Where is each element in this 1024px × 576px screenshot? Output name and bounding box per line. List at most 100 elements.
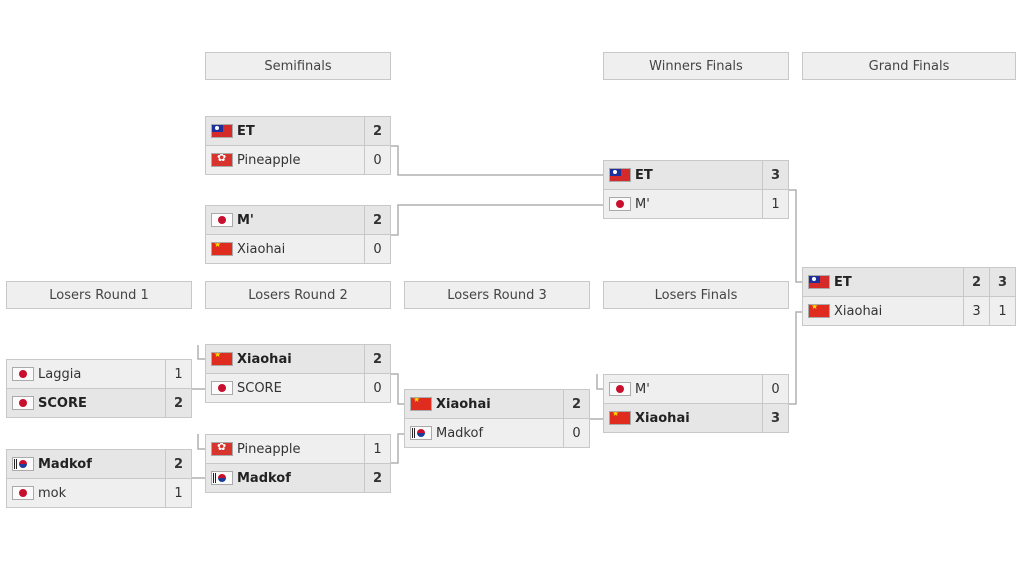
- match-semifinal-1: ET 2 Pineapple 0: [205, 116, 391, 175]
- match-row[interactable]: Laggia 1: [6, 359, 192, 389]
- match-semifinal-2: M' 2 Xiaohai 0: [205, 205, 391, 264]
- player-score: 2: [364, 117, 390, 145]
- connector-wf-to-gf: [789, 189, 802, 283]
- player-name: Madkof: [38, 456, 92, 472]
- player-score: 0: [563, 419, 589, 447]
- header-losers-round-3: Losers Round 3: [404, 281, 590, 309]
- match-losers-round-2-b: Pineapple 1 Madkof 2: [205, 434, 391, 493]
- player-score: 0: [364, 374, 390, 402]
- match-row[interactable]: Xiaohai 2: [205, 344, 391, 374]
- player-name: Xiaohai: [237, 351, 292, 367]
- match-row[interactable]: Xiaohai 2: [404, 389, 590, 419]
- china-flag-icon: [211, 242, 233, 256]
- japan-flag-icon: [211, 381, 233, 395]
- player-name: Pineapple: [237, 152, 301, 168]
- player-name: SCORE: [237, 380, 282, 396]
- player-score: 2: [364, 345, 390, 373]
- match-row[interactable]: Pineapple 0: [205, 145, 391, 175]
- japan-flag-icon: [211, 213, 233, 227]
- match-row[interactable]: Xiaohai 3: [603, 403, 789, 433]
- player-score: 2: [364, 206, 390, 234]
- match-row[interactable]: ET 3: [603, 160, 789, 190]
- match-losers-round-1-b: Madkof 2 mok 1: [6, 449, 192, 508]
- player-name: Madkof: [237, 470, 291, 486]
- player-score: 0: [364, 235, 390, 263]
- match-row[interactable]: Madkof 2: [205, 463, 391, 493]
- player-score: 2: [165, 450, 191, 478]
- connector-lf-to-gf: [789, 311, 802, 405]
- taiwan-flag-icon: [808, 275, 830, 289]
- player-name: ET: [635, 167, 653, 183]
- header-semifinals: Semifinals: [205, 52, 391, 80]
- player-score: 0: [364, 146, 390, 174]
- connector-lr2b-to-lr3: [391, 433, 404, 464]
- player-name: Xiaohai: [436, 396, 491, 412]
- player-score-set-2: 1: [989, 297, 1015, 325]
- player-name: SCORE: [38, 395, 87, 411]
- connector-sf-drop-lr2b: [197, 434, 205, 450]
- match-row[interactable]: mok 1: [6, 478, 192, 508]
- match-row[interactable]: SCORE 0: [205, 373, 391, 403]
- player-score: 1: [364, 435, 390, 463]
- match-losers-round-2-a: Xiaohai 2 SCORE 0: [205, 344, 391, 403]
- player-name: Laggia: [38, 366, 82, 382]
- player-score-set-1: 3: [963, 297, 989, 325]
- player-score: 1: [165, 360, 191, 388]
- player-name: ET: [237, 123, 255, 139]
- china-flag-icon: [609, 411, 631, 425]
- china-flag-icon: [410, 397, 432, 411]
- player-score: 0: [762, 375, 788, 403]
- connector-wf-drop-lf: [596, 374, 603, 390]
- japan-flag-icon: [12, 396, 34, 410]
- player-score-set-2: 3: [989, 268, 1015, 296]
- japan-flag-icon: [12, 486, 34, 500]
- connector-lr2-to-lr3: [391, 373, 404, 405]
- match-row[interactable]: ET 2: [205, 116, 391, 146]
- taiwan-flag-icon: [609, 168, 631, 182]
- match-grand-finals: ET 2 3 Xiaohai 3 1: [802, 267, 1016, 326]
- player-score: 2: [364, 464, 390, 492]
- match-row[interactable]: Xiaohai 3 1: [802, 296, 1016, 326]
- player-name: M': [635, 381, 650, 397]
- match-row[interactable]: M' 0: [603, 374, 789, 404]
- match-winners-finals: ET 3 M' 1: [603, 160, 789, 219]
- player-score: 1: [762, 190, 788, 218]
- match-row[interactable]: Pineapple 1: [205, 434, 391, 464]
- taiwan-flag-icon: [211, 124, 233, 138]
- match-row[interactable]: Xiaohai 0: [205, 234, 391, 264]
- header-winners-finals: Winners Finals: [603, 52, 789, 80]
- connector-sf-drop-lr2a: [197, 345, 205, 360]
- player-name: Xiaohai: [834, 303, 883, 319]
- header-losers-finals: Losers Finals: [603, 281, 789, 309]
- china-flag-icon: [211, 352, 233, 366]
- match-row[interactable]: SCORE 2: [6, 388, 192, 418]
- player-score: 2: [165, 389, 191, 417]
- match-row[interactable]: ET 2 3: [802, 267, 1016, 297]
- player-score: 3: [762, 404, 788, 432]
- match-losers-round-3: Xiaohai 2 Madkof 0: [404, 389, 590, 448]
- match-row[interactable]: Madkof 0: [404, 418, 590, 448]
- match-losers-round-1-a: Laggia 1 SCORE 2: [6, 359, 192, 418]
- player-name: Pineapple: [237, 441, 301, 457]
- player-name: M': [237, 212, 254, 228]
- connector-sf-to-wf: [391, 145, 603, 176]
- player-name: Xiaohai: [635, 410, 690, 426]
- japan-flag-icon: [609, 197, 631, 211]
- china-flag-icon: [808, 304, 830, 318]
- player-name: M': [635, 196, 650, 212]
- player-score: 1: [165, 479, 191, 507]
- player-name: Madkof: [436, 425, 484, 441]
- korea-flag-icon: [12, 457, 34, 471]
- match-row[interactable]: M' 1: [603, 189, 789, 219]
- header-grand-finals: Grand Finals: [802, 52, 1016, 80]
- korea-flag-icon: [211, 471, 233, 485]
- match-row[interactable]: M' 2: [205, 205, 391, 235]
- japan-flag-icon: [12, 367, 34, 381]
- player-score-set-1: 2: [963, 268, 989, 296]
- player-name: mok: [38, 485, 67, 501]
- match-row[interactable]: Madkof 2: [6, 449, 192, 479]
- player-name: ET: [834, 274, 852, 290]
- header-losers-round-1: Losers Round 1: [6, 281, 192, 309]
- player-name: Xiaohai: [237, 241, 286, 257]
